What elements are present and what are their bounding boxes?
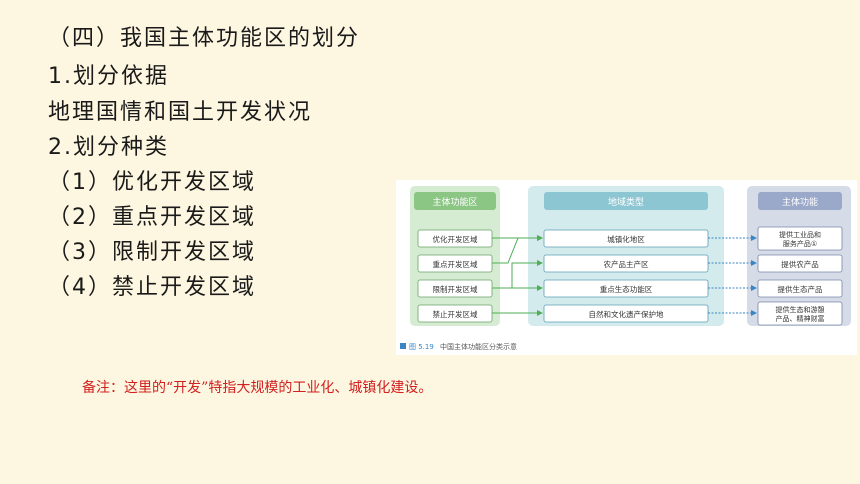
caption-text: 中国主体功能区分类示意 — [440, 342, 517, 351]
col2-header-bg — [544, 192, 708, 210]
col3-label-1b: 服务产品① — [783, 239, 817, 248]
diagram-svg: 主体功能区 地域类型 主体功能 优化开发区域 重点开发区域 限制开发区域 禁止开… — [400, 186, 851, 351]
caption-marker — [400, 343, 406, 349]
col1-header-bg — [414, 192, 496, 210]
type-4: （4）禁止开发区域 — [48, 275, 256, 300]
col1-header: 主体功能区 — [432, 196, 477, 208]
col3-box-1 — [757, 226, 843, 251]
col3-box-2 — [757, 254, 843, 273]
type-1: （1）优化开发区域 — [48, 170, 256, 195]
col3-header-bg — [758, 192, 842, 210]
col2-to-col3-arrows — [708, 235, 757, 316]
item-types-title: 2.划分种类 — [48, 135, 169, 160]
col1-label-3: 限制开发区域 — [433, 284, 478, 294]
col1-label-4: 禁止开发区域 — [433, 309, 478, 319]
col1-to-col2-arrows — [492, 235, 543, 316]
col2-header: 地域类型 — [608, 196, 644, 208]
footnote: 备注：这里的“开发”特指大规模的工业化、城镇化建设。 — [82, 380, 433, 396]
caption-number: 图 5.19 — [409, 343, 434, 351]
col3-label-4a: 提供生态和游憩 — [776, 305, 825, 314]
item-basis-title: 1.划分依据 — [48, 64, 169, 89]
col3-label-4b: 产品、精神财富 — [776, 314, 825, 323]
col3-header: 主体功能 — [782, 196, 818, 208]
col2-label-2: 农产品主产区 — [604, 259, 649, 269]
basis-text: 地理国情和国土开发状况 — [48, 100, 313, 125]
col1-label-2: 重点开发区域 — [433, 259, 478, 269]
col3-label-3: 提供生态产品 — [778, 284, 823, 294]
col3-label-1a: 提供工业品和 — [779, 230, 821, 239]
col2-label-4: 自然和文化遗产保护地 — [589, 309, 664, 319]
col2-label-3: 重点生态功能区 — [600, 284, 653, 294]
col3-box-4 — [757, 301, 843, 326]
type-3: （3）限制开发区域 — [48, 240, 256, 265]
col2-label-1: 城镇化地区 — [607, 234, 645, 244]
col3-box-3 — [757, 279, 843, 298]
type-2: （2）重点开发区域 — [48, 205, 256, 230]
col3-label-2: 提供农产品 — [781, 259, 819, 269]
functional-zone-diagram: 主体功能区 地域类型 主体功能 优化开发区域 重点开发区域 限制开发区域 禁止开… — [396, 180, 857, 355]
col1-label-1: 优化开发区域 — [433, 234, 478, 244]
section-heading: （四）我国主体功能区的划分 — [48, 26, 361, 51]
